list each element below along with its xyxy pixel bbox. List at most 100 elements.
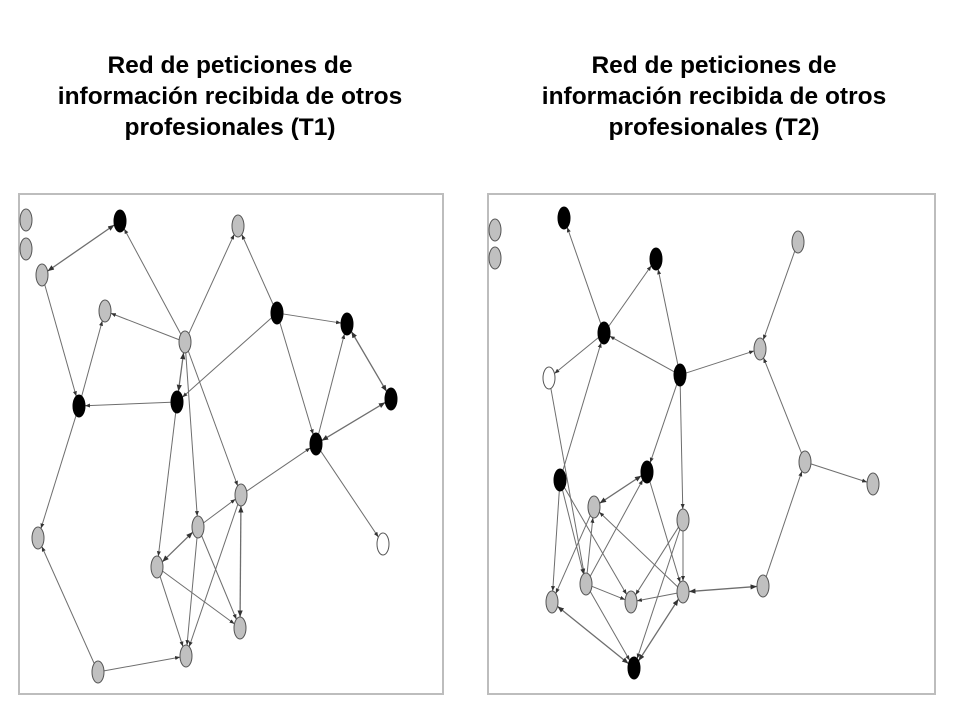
network-edge — [156, 412, 177, 557]
network-node-white — [376, 532, 390, 556]
network-node-white — [542, 366, 556, 390]
network-node-black — [113, 209, 127, 233]
network-edge — [162, 570, 235, 625]
network-edge — [598, 511, 679, 588]
title-line: profesionales (T2) — [608, 114, 820, 141]
network-node-black — [557, 206, 571, 230]
network-edge — [599, 475, 642, 504]
network-node-gray — [676, 508, 690, 532]
network-node-gray — [791, 230, 805, 254]
network-edge — [762, 251, 796, 340]
network-edge — [279, 322, 314, 435]
network-edge — [649, 481, 681, 583]
network-node-gray — [866, 472, 880, 496]
network-edge — [185, 352, 199, 517]
network-node-gray — [587, 495, 601, 519]
network-edge — [557, 605, 629, 665]
network-edge — [350, 331, 388, 392]
network-node-gray — [488, 246, 502, 270]
network-edge — [84, 401, 172, 408]
network-node-black — [597, 321, 611, 345]
network-node-gray — [91, 660, 105, 684]
network-edge — [679, 385, 685, 510]
network-node-gray — [798, 450, 812, 474]
network-node-black — [649, 247, 663, 271]
network-node-black — [673, 363, 687, 387]
network-edge — [182, 317, 272, 398]
network-panel-t1 — [18, 193, 444, 695]
title-line: Red de peticiones de — [107, 52, 353, 79]
title-line: Red de peticiones de — [591, 52, 837, 79]
network-edge — [246, 447, 311, 492]
network-node-gray — [579, 572, 593, 596]
network-node-gray — [545, 590, 559, 614]
network-edge — [586, 517, 595, 574]
network-node-black — [627, 656, 641, 680]
network-edge — [638, 598, 679, 662]
network-edge — [551, 490, 560, 592]
network-edge — [321, 401, 386, 442]
network-node-gray — [676, 580, 690, 604]
network-edge — [688, 584, 758, 594]
network-edge — [649, 384, 678, 463]
network-title-t2: Red de peticiones de información recibid… — [504, 50, 924, 143]
network-node-black — [553, 468, 567, 492]
network-node-black — [384, 387, 398, 411]
network-node-black — [72, 394, 86, 418]
nodes-layer — [19, 206, 880, 684]
title-line: información recibida de otros — [57, 83, 403, 110]
network-edge — [609, 335, 675, 373]
network-edge — [47, 224, 115, 272]
network-edge — [657, 269, 679, 365]
network-edge — [188, 234, 235, 334]
network-edge — [176, 352, 186, 392]
network-node-gray — [756, 574, 770, 598]
network-edge — [110, 312, 180, 341]
network-edge — [159, 576, 184, 647]
network-edge — [765, 471, 803, 577]
network-edge — [685, 350, 755, 374]
network-edge — [318, 333, 346, 435]
network-edge — [188, 504, 239, 647]
network-edge — [320, 450, 379, 538]
network-node-gray — [98, 299, 112, 323]
title-line: información recibida de otros — [541, 83, 887, 110]
network-node-gray — [35, 263, 49, 287]
network-node-gray — [191, 515, 205, 539]
network-node-gray — [624, 590, 638, 614]
network-edge — [203, 498, 236, 524]
title-line: profesionales (T1) — [124, 114, 336, 141]
network-node-black — [309, 432, 323, 456]
network-edge — [562, 489, 585, 575]
network-node-black — [270, 301, 284, 325]
network-edge — [187, 350, 239, 487]
network-title-t1: Red de peticiones de información recibid… — [20, 50, 440, 143]
network-edge — [635, 526, 679, 596]
network-edge — [555, 515, 591, 594]
network-edge — [40, 415, 77, 529]
network-edge — [44, 284, 77, 397]
network-edge — [763, 357, 802, 454]
edges-layer — [40, 224, 868, 672]
network-edge — [810, 463, 868, 483]
network-edge — [201, 535, 237, 620]
network-edge — [237, 505, 244, 618]
network-edge — [123, 228, 182, 335]
network-edge — [41, 546, 95, 664]
network-edge — [185, 537, 198, 646]
network-node-gray — [178, 330, 192, 354]
network-edge — [566, 227, 602, 324]
network-edge — [282, 313, 342, 325]
network-node-black — [340, 312, 354, 336]
network-node-gray — [234, 483, 248, 507]
network-node-gray — [488, 218, 502, 242]
network-node-gray — [19, 208, 33, 232]
network-edge — [103, 656, 181, 672]
network-node-gray — [150, 555, 164, 579]
network-edge — [161, 531, 194, 563]
network-edge — [562, 342, 602, 471]
network-edge — [589, 591, 631, 661]
network-edge — [241, 234, 274, 305]
network-node-gray — [753, 337, 767, 361]
